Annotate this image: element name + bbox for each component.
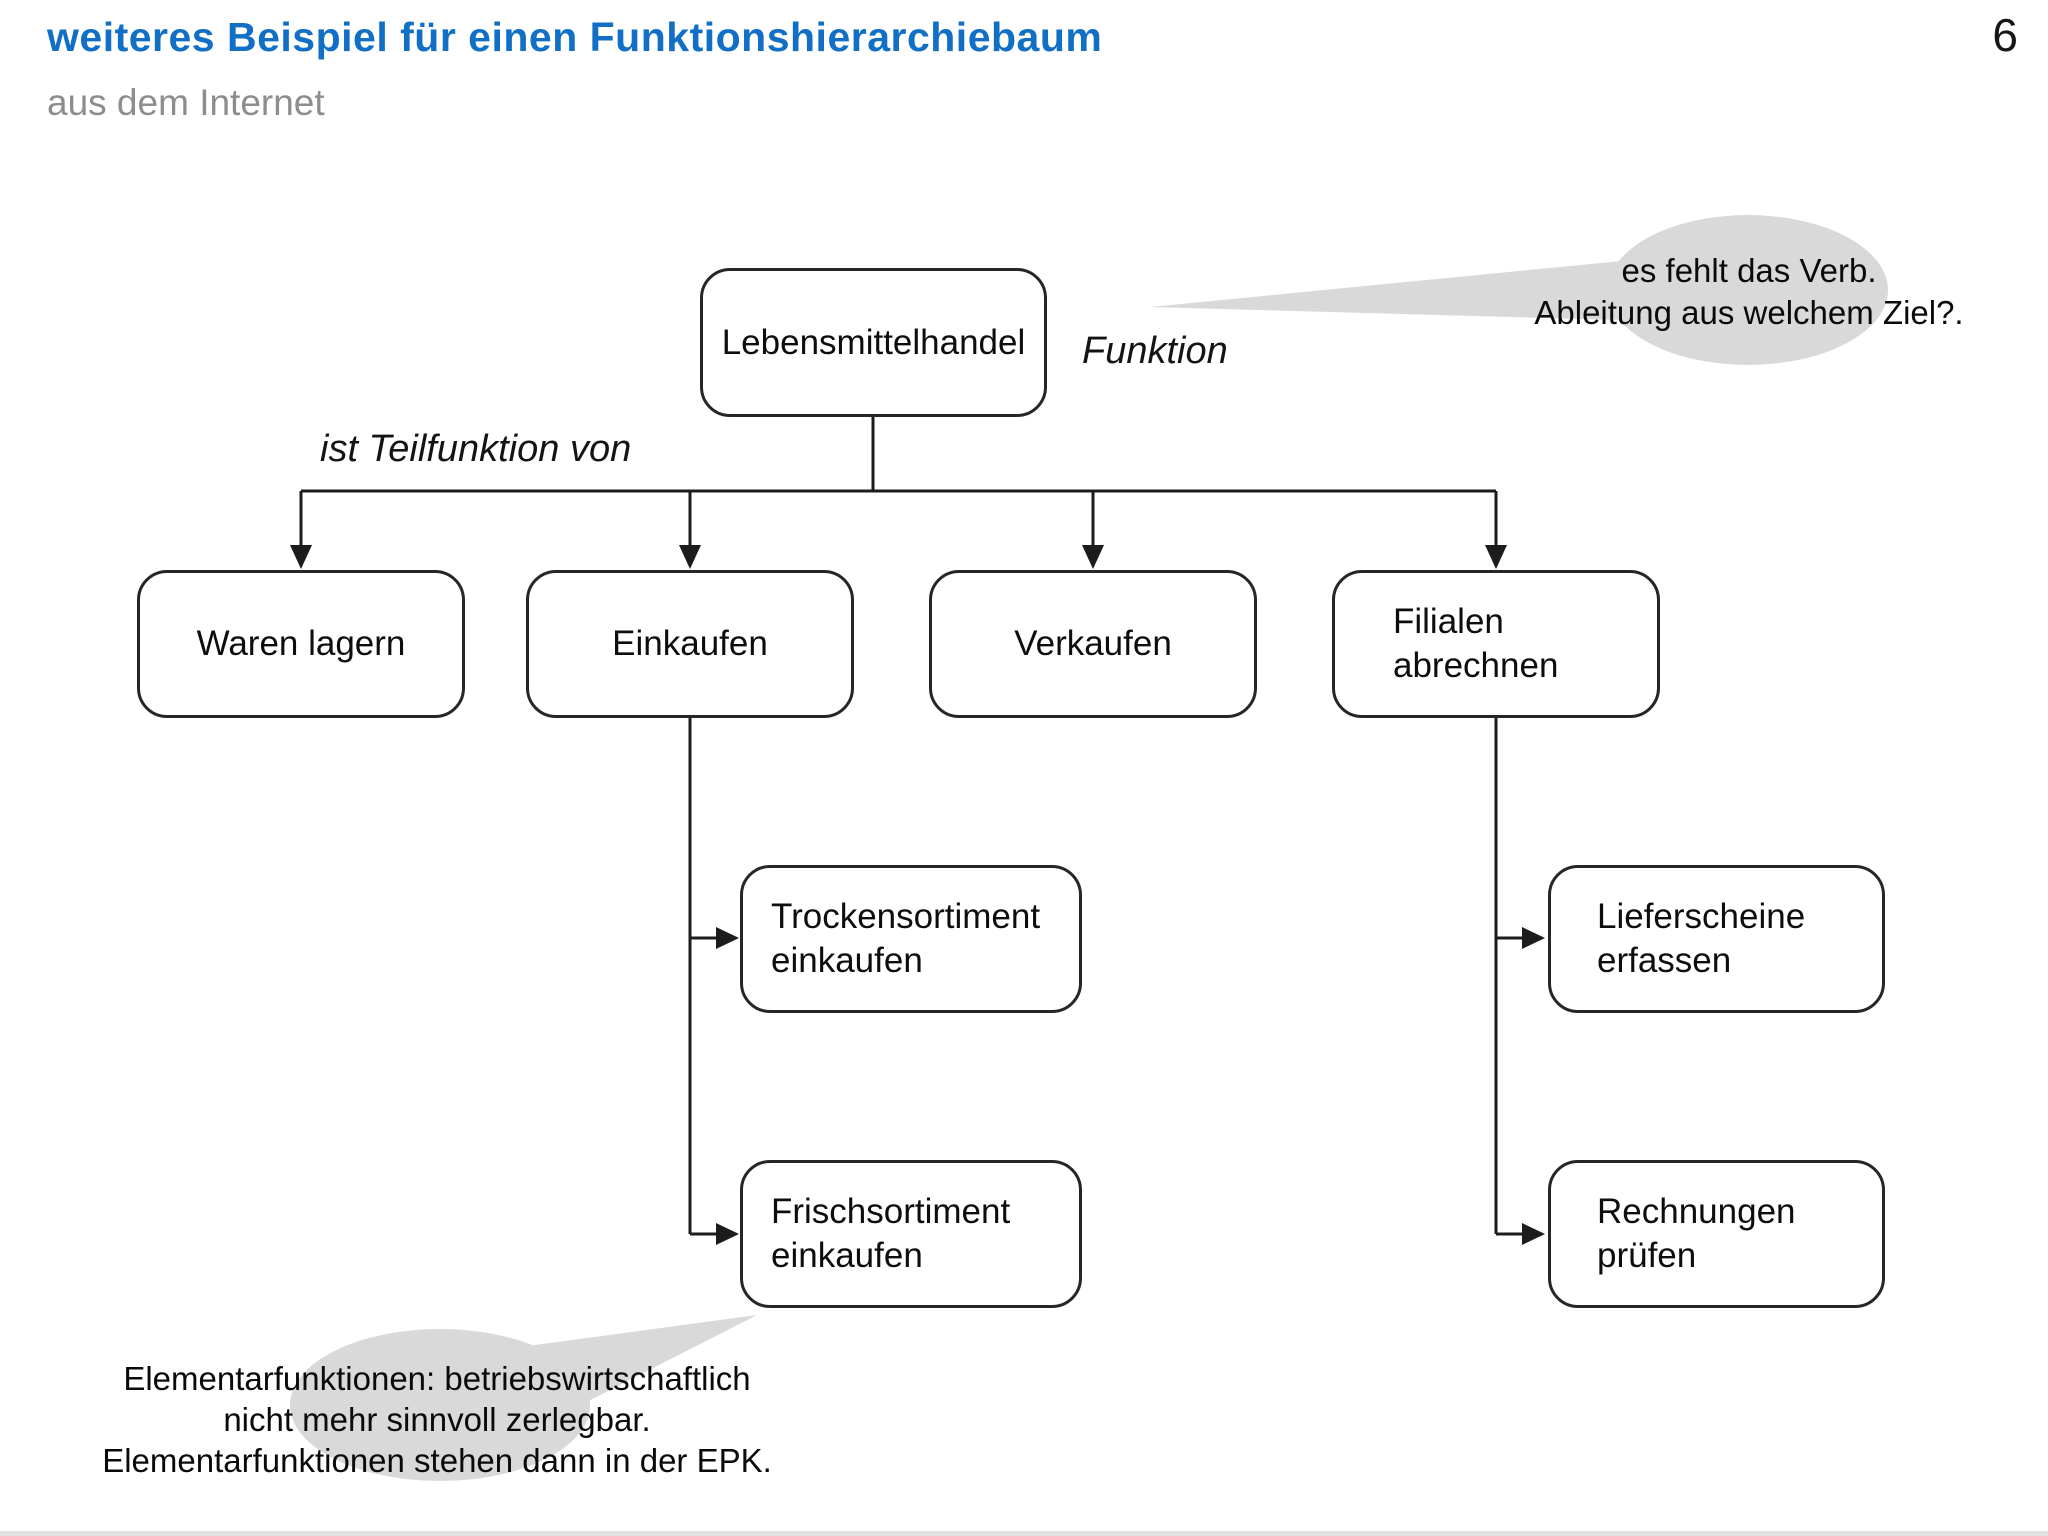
node-rechnung-line1: Rechnungen (1597, 1192, 1796, 1232)
page-subtitle: aus dem Internet (47, 82, 325, 123)
node-verkaufen: Verkaufen (929, 570, 1257, 718)
tree-edges (299, 417, 1524, 1236)
callout-shapes (290, 215, 1888, 1481)
top-callout-line2: Ableitung aus welchem Ziel?. (1534, 294, 1964, 331)
node-filialen-line2: abrechnen (1393, 646, 1559, 685)
top-callout: es fehlt das Verb. Ableitung aus welchem… (1487, 250, 2011, 334)
node-trockensortiment-einkaufen: Trockensortiment einkaufen (740, 865, 1082, 1013)
node-waren-lagern: Waren lagern (137, 570, 465, 718)
arrowheads (290, 545, 1545, 1245)
bottom-callout-line1: Elementarfunktionen: betriebswirtschaftl… (123, 1360, 751, 1397)
top-callout-ellipse (1608, 215, 1888, 365)
node-frisch-line1: Frischsortiment (771, 1192, 1011, 1232)
node-einkaufen-label: Einkaufen (612, 624, 768, 664)
node-filialen-abrechnen: Filialen abrechnen (1332, 570, 1660, 718)
node-trocken-line1: Trockensortiment (771, 897, 1041, 937)
node-einkaufen: Einkaufen (526, 570, 854, 718)
node-filialen-line1: Filialen (1393, 602, 1504, 642)
bottom-callout-line2: nicht mehr sinnvoll zerlegbar. (223, 1401, 651, 1438)
node-verkaufen-label: Verkaufen (1014, 624, 1172, 664)
node-lieferscheine-erfassen: Lieferscheine erfassen (1548, 865, 1885, 1013)
bottom-callout-line3: Elementarfunktionen stehen dann in der E… (102, 1442, 772, 1479)
node-rechnungen-pruefen: Rechnungen prüfen (1548, 1160, 1885, 1308)
node-liefer-line1: Lieferscheine (1597, 897, 1806, 937)
node-frisch-line2: einkaufen (771, 1236, 923, 1275)
node-liefer-line2: erfassen (1597, 941, 1732, 980)
bottom-callout: Elementarfunktionen: betriebswirtschaftl… (37, 1358, 837, 1481)
node-root: Lebensmittelhandel (700, 268, 1047, 417)
node-root-label: Lebensmittelhandel (721, 322, 1026, 362)
node-frischsortiment-einkaufen: Frischsortiment einkaufen (740, 1160, 1082, 1308)
top-callout-tail (1150, 259, 1655, 321)
page-title: weiteres Beispiel für einen Funktionshie… (47, 14, 1103, 60)
bottom-callout-ellipse (290, 1329, 590, 1481)
top-callout-line1: es fehlt das Verb. (1621, 252, 1877, 289)
page-number: 6 (1992, 9, 2018, 61)
edge-label: ist Teilfunktion von (320, 428, 632, 470)
node-rechnung-line2: prüfen (1597, 1236, 1697, 1275)
node-waren-lagern-label: Waren lagern (196, 624, 406, 664)
function-type-label: Funktion (1082, 330, 1228, 372)
node-trocken-line2: einkaufen (771, 941, 923, 980)
bottom-edge-strip (0, 1531, 2048, 1536)
